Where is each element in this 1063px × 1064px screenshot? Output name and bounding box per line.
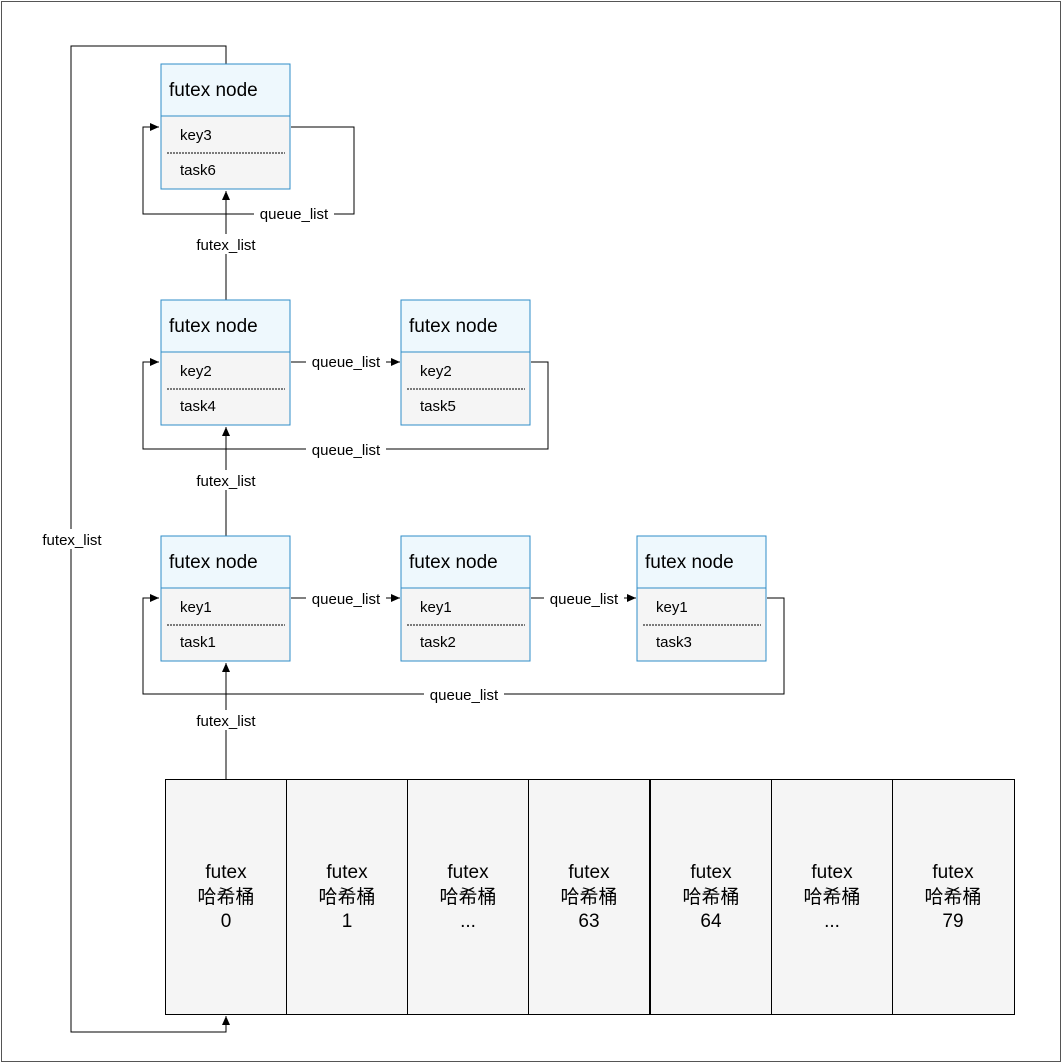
futex-node: futex node key3 task6	[160, 63, 291, 190]
bucket-line2: 哈希桶	[682, 886, 739, 908]
node-title: futex node	[645, 552, 734, 573]
hash-bucket: futex 哈希桶 63	[528, 779, 650, 1015]
queue-list-label-key1-loop: queue_list	[430, 687, 499, 704]
bucket-line1: futex	[932, 862, 974, 883]
queue-list-label-task1-task2: queue_list	[312, 591, 381, 608]
node-task: task3	[656, 634, 692, 651]
bucket-line1: futex	[811, 862, 853, 883]
futex-node: futex node key2 task5	[400, 299, 531, 426]
line-labels: futex_list futex_list futex_list futex_l…	[32, 204, 624, 730]
node-title: futex node	[169, 552, 258, 573]
node-key: key1	[656, 599, 688, 616]
node-key: key1	[180, 599, 212, 616]
futex-node: futex node key1 task3	[636, 535, 767, 662]
node-header	[160, 299, 291, 353]
node-title: futex node	[169, 316, 258, 337]
node-key: key3	[180, 127, 212, 144]
bucket-line2: 哈希桶	[560, 886, 617, 908]
bucket-line2: 哈希桶	[318, 886, 375, 908]
queue-list-label-key3-loop: queue_list	[260, 206, 329, 223]
node-key: key2	[420, 363, 452, 380]
bucket-line1: futex	[205, 862, 247, 883]
hash-bucket: futex 哈希桶 ...	[407, 779, 529, 1015]
node-title: futex node	[409, 316, 498, 337]
node-header	[636, 535, 767, 589]
futex-list-label-top: futex_list	[196, 237, 256, 254]
bucket-line3: 1	[342, 911, 353, 932]
bucket-line3: ...	[460, 911, 476, 932]
node-task: task6	[180, 162, 216, 179]
hash-bucket: futex 哈希桶 64	[650, 779, 772, 1015]
futex-node: futex node key2 task4	[160, 299, 291, 426]
node-key: key1	[420, 599, 452, 616]
node-task: task4	[180, 398, 216, 415]
bucket-line3: ...	[824, 911, 840, 932]
futex-node: futex node key1 task2	[400, 535, 531, 662]
node-task: task1	[180, 634, 216, 651]
bucket-line3: 79	[942, 911, 963, 932]
queue-list-label-key2-loop: queue_list	[312, 442, 381, 459]
queue-list-label-task2-task3: queue_list	[550, 591, 619, 608]
node-header	[160, 63, 291, 117]
bucket-line1: futex	[690, 862, 732, 883]
futex-node: futex node key1 task1	[160, 535, 291, 662]
queue-loop-key3	[142, 123, 355, 215]
hash-bucket: futex 哈希桶 1	[286, 779, 408, 1015]
bucket-line1: futex	[568, 862, 610, 883]
hash-bucket-array: futex 哈希桶 0 futex 哈希桶 1 futex 哈希桶 ... fu…	[165, 779, 1015, 1015]
hash-bucket: futex 哈希桶 79	[892, 779, 1015, 1015]
node-header	[400, 299, 531, 353]
bucket-line2: 哈希桶	[439, 886, 496, 908]
node-task: task2	[420, 634, 456, 651]
node-title: futex node	[169, 80, 258, 101]
bucket-line2: 哈希桶	[803, 886, 860, 908]
bucket-line2: 哈希桶	[924, 886, 981, 908]
hash-bucket: futex 哈希桶 0	[165, 779, 287, 1015]
bucket-line2: 哈希桶	[197, 886, 254, 908]
futex-list-label-bottom: futex_list	[196, 713, 256, 730]
node-header	[400, 535, 531, 589]
bucket-line1: futex	[447, 862, 489, 883]
node-title: futex node	[409, 552, 498, 573]
node-key: key2	[180, 363, 212, 380]
bucket-line3: 64	[700, 911, 722, 932]
queue-list-label-task4-task5: queue_list	[312, 354, 381, 371]
node-task: task5	[420, 398, 456, 415]
bucket-line3: 63	[578, 911, 599, 932]
futex-list-label-mid: futex_list	[196, 473, 256, 490]
futex-list-label-left: futex_list	[42, 532, 102, 549]
hash-bucket: futex 哈希桶 ...	[771, 779, 893, 1015]
bucket-line3: 0	[221, 911, 232, 932]
bucket-line1: futex	[326, 862, 368, 883]
node-header	[160, 535, 291, 589]
